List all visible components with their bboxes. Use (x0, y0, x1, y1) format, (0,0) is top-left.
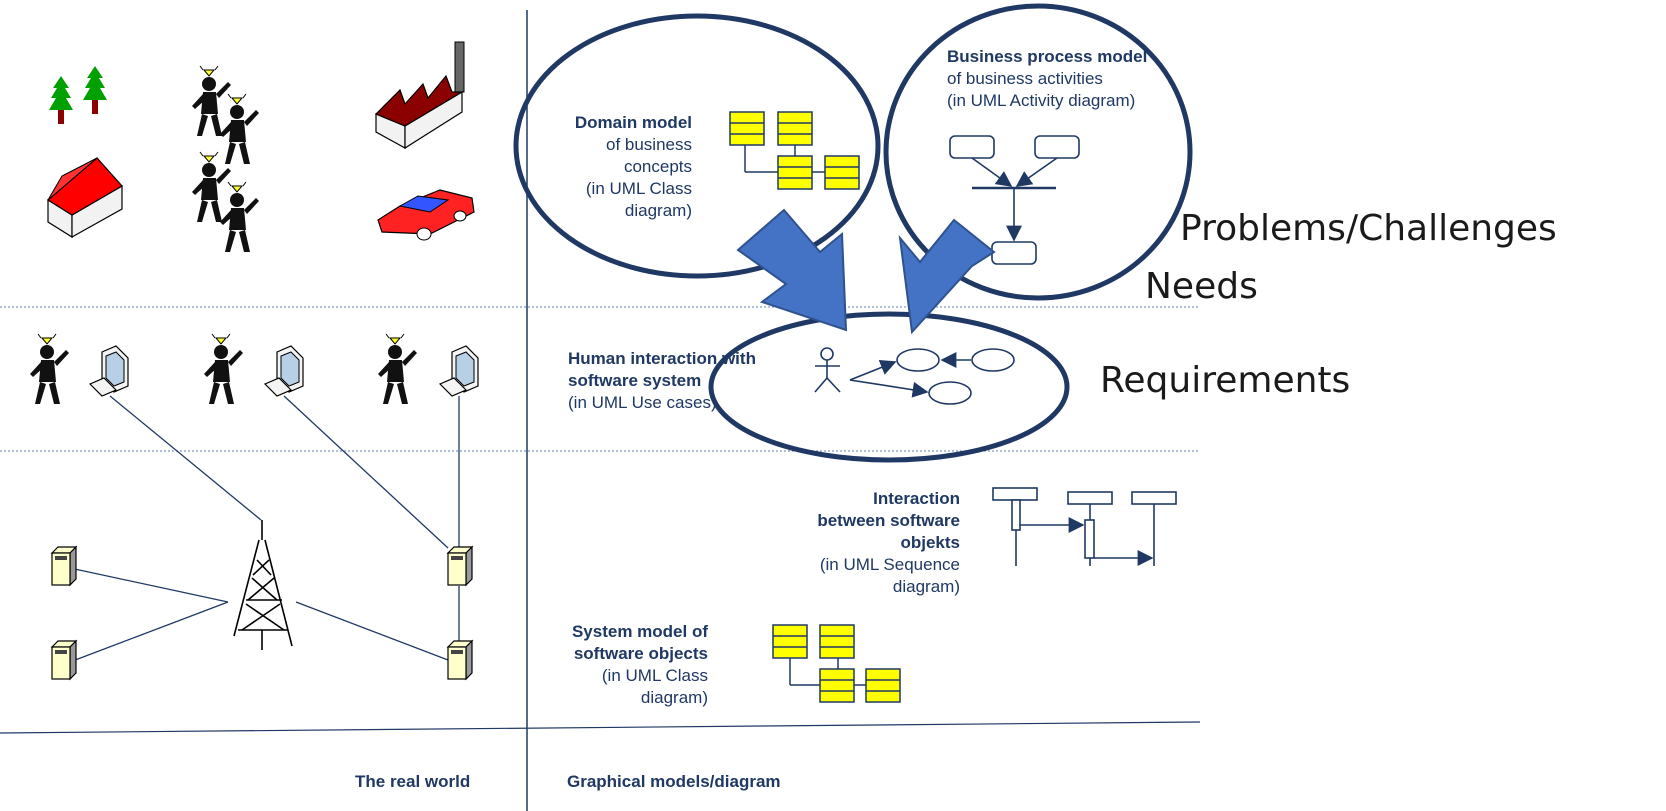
business-process-line: of business activities (947, 69, 1103, 88)
use-case-ellipse (708, 311, 1070, 463)
computer-icon (439, 345, 479, 397)
system-model-label: System model of software objects (in UML… (530, 621, 708, 709)
domain-model-title: Domain model (574, 113, 692, 132)
person-icon (29, 333, 70, 405)
system-model-title: software objects (573, 644, 708, 663)
person-icon (377, 333, 418, 405)
person-icon (203, 333, 244, 405)
domain-model-ellipse (513, 13, 881, 279)
human-interaction-line: (in UML Use cases) (568, 393, 717, 412)
system-model-line: (in UML Class (601, 666, 708, 685)
business-process-title: Business process model (947, 47, 1148, 66)
car-icon (377, 189, 475, 241)
house-icon (46, 157, 123, 239)
requirements-label: Requirements (1100, 360, 1351, 401)
interaction-title: between software (817, 511, 960, 530)
problems-label: Problems/Challenges (1180, 208, 1557, 249)
interaction-label: Interaction between software objekts (in… (770, 488, 960, 598)
computer-icon (89, 345, 129, 397)
server-icon (447, 546, 473, 586)
domain-model-line: diagram) (624, 201, 692, 220)
footer-graphical-models: Graphical models/diagram (567, 772, 781, 791)
class-diagram-icon (772, 624, 901, 703)
server-icon (447, 640, 473, 680)
domain-model-line: concepts (623, 157, 692, 176)
network-lines (69, 395, 460, 663)
server-icon (51, 546, 77, 586)
interaction-title: Interaction (873, 489, 960, 508)
arrow-domain-to-requirements (736, 208, 848, 332)
separator-bottom (0, 721, 1201, 734)
system-model-title: System model of (571, 622, 708, 641)
sequence-diagram-icon (992, 487, 1177, 566)
factory-icon (374, 41, 465, 150)
activity-diagram-icon (949, 135, 1080, 265)
system-model-line: diagram) (640, 688, 708, 707)
human-interaction-title: software system (568, 371, 702, 390)
server-icon (51, 640, 77, 680)
interaction-title: objekts (900, 533, 960, 552)
domain-model-line: (in UML Class (585, 179, 692, 198)
footer-real-world: The real world (355, 772, 471, 791)
interaction-line: diagram) (892, 577, 960, 596)
tree-icon (83, 66, 107, 114)
interaction-line: (in UML Sequence (819, 555, 960, 574)
domain-model-line: of business (606, 135, 692, 154)
business-process-ellipse (883, 3, 1193, 301)
domain-model-label: Domain model of business concepts (in UM… (534, 112, 692, 222)
tree-icon (49, 76, 73, 124)
person-icon (219, 181, 260, 253)
human-interaction-label: Human interaction with software system (… (568, 348, 756, 414)
human-interaction-title: Human interaction with (568, 349, 756, 368)
business-process-line: (in UML Activity diagram) (947, 91, 1136, 110)
radio-tower-icon (233, 520, 293, 650)
arrow-process-to-requirements (898, 218, 996, 335)
computer-icon (264, 345, 304, 397)
use-case-diagram-icon (814, 347, 1015, 405)
person-icon (219, 93, 260, 165)
person-icon (191, 151, 232, 223)
needs-label: Needs (1145, 266, 1258, 307)
person-icon (191, 65, 232, 137)
business-process-label: Business process model of business activ… (947, 46, 1147, 112)
class-diagram-icon (729, 111, 860, 190)
